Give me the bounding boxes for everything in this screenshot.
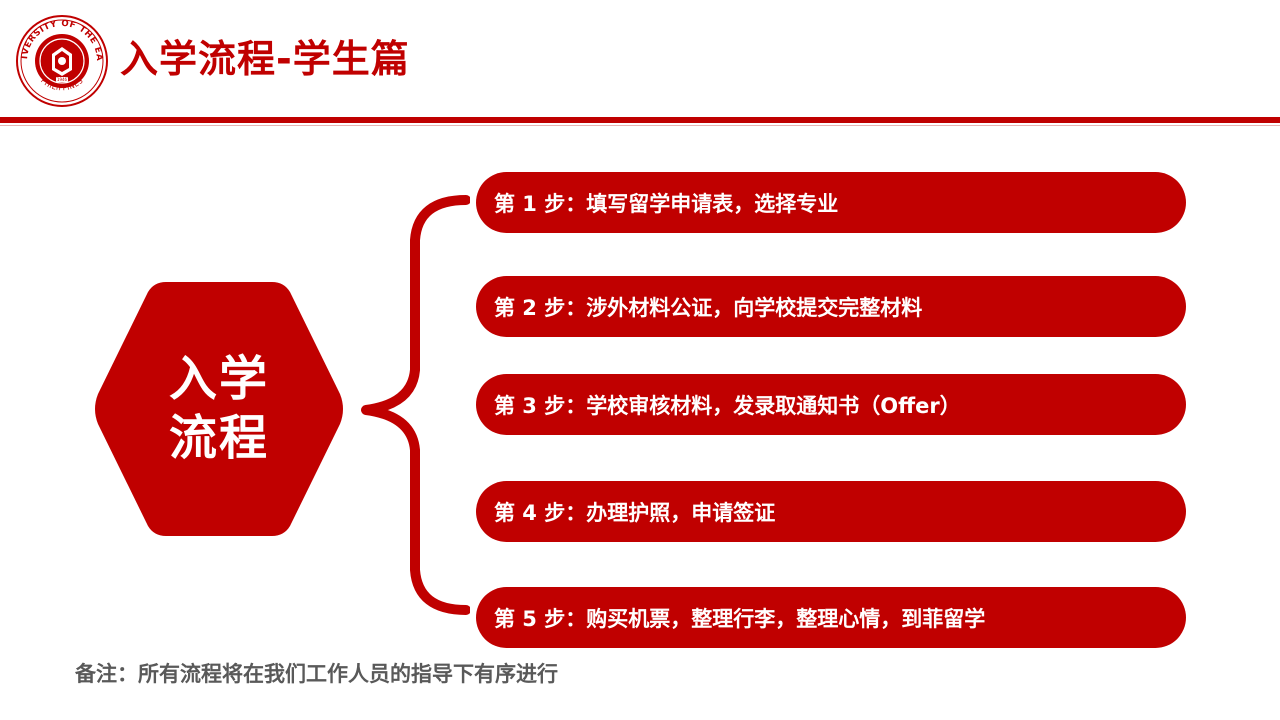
steps-list: 第 1 步：填写留学申请表，选择专业 第 2 步：涉外材料公证，向学校提交完整材… bbox=[476, 172, 1186, 648]
university-seal-icon: UNIVERSITY OF THE EAST PHILIPPINES 1946 bbox=[15, 14, 108, 107]
step-5: 第 5 步：购买机票，整理行李，整理心情，到菲留学 bbox=[476, 587, 1186, 648]
page-title: 入学流程-学生篇 bbox=[120, 37, 410, 81]
center-label-line2: 流程 bbox=[168, 410, 269, 466]
header-divider-thick bbox=[0, 117, 1280, 123]
seal-year: 1946 bbox=[57, 77, 68, 82]
center-hexagon bbox=[95, 282, 343, 536]
step-2: 第 2 步：涉外材料公证，向学校提交完整材料 bbox=[476, 276, 1186, 337]
header-divider-thin bbox=[0, 125, 1280, 126]
step-1: 第 1 步：填写留学申请表，选择专业 bbox=[476, 172, 1186, 233]
step-4: 第 4 步：办理护照，申请签证 bbox=[476, 481, 1186, 542]
footnote: 备注：所有流程将在我们工作人员的指导下有序进行 bbox=[75, 662, 558, 686]
curly-brace-connector bbox=[361, 195, 470, 615]
center-label-line1: 入学 bbox=[168, 351, 269, 408]
step-3: 第 3 步：学校审核材料，发录取通知书（Offer） bbox=[476, 374, 1186, 435]
center-hexagon-label: 入学 流程 bbox=[90, 278, 348, 540]
slide-header: UNIVERSITY OF THE EAST PHILIPPINES 1946 … bbox=[0, 0, 1280, 130]
